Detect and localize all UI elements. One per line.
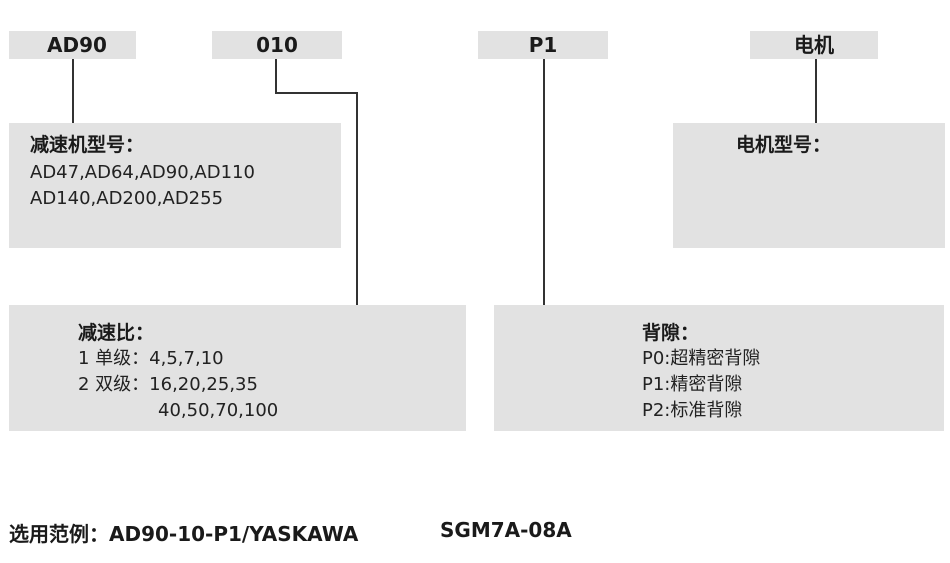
ratio-title: 减速比：: [78, 322, 155, 344]
backlash-connector: [543, 59, 545, 305]
backlash-title: 背隙：: [642, 322, 700, 344]
motor-tag: 电机: [750, 31, 878, 59]
backlash-p2: P2:标准背隙: [642, 400, 743, 421]
backlash-tag-label: P1: [528, 33, 558, 57]
model-tag-label: AD90: [47, 33, 107, 57]
backlash-box: [494, 305, 944, 431]
motor-connector: [815, 59, 817, 123]
model-connector: [72, 59, 74, 123]
ratio-connector-down1: [275, 59, 277, 93]
reducer-model-line2: AD140,AD200,AD255: [30, 188, 224, 209]
reducer-model-box: [9, 123, 341, 248]
example-motor-code: SGM7A-08A: [440, 518, 572, 542]
ratio-tag: 010: [212, 31, 342, 59]
backlash-p1: P1:精密背隙: [642, 374, 743, 395]
ratio-double-cont: 40,50,70,100: [158, 400, 279, 421]
backlash-tag: P1: [478, 31, 608, 59]
example-prefix: 选用范例：AD90-10-P1/YASKAWA: [9, 522, 359, 546]
motor-model-box: [673, 123, 945, 248]
ratio-connector-horizontal: [275, 92, 357, 94]
backlash-p0: P0:超精密背隙: [642, 348, 761, 369]
ratio-single: 1 单级：4,5,7,10: [78, 348, 224, 369]
reducer-model-title: 减速机型号：: [30, 134, 145, 156]
reducer-model-line1: AD47,AD64,AD90,AD110: [30, 162, 255, 183]
model-tag: AD90: [9, 31, 136, 59]
ratio-tag-label: 010: [256, 33, 298, 57]
motor-model-title: 电机型号：: [736, 134, 832, 156]
ratio-double: 2 双级：16,20,25,35: [78, 374, 258, 395]
ratio-box: [9, 305, 466, 431]
ratio-connector-down2: [356, 92, 358, 305]
motor-tag-label: 电机: [794, 33, 834, 57]
